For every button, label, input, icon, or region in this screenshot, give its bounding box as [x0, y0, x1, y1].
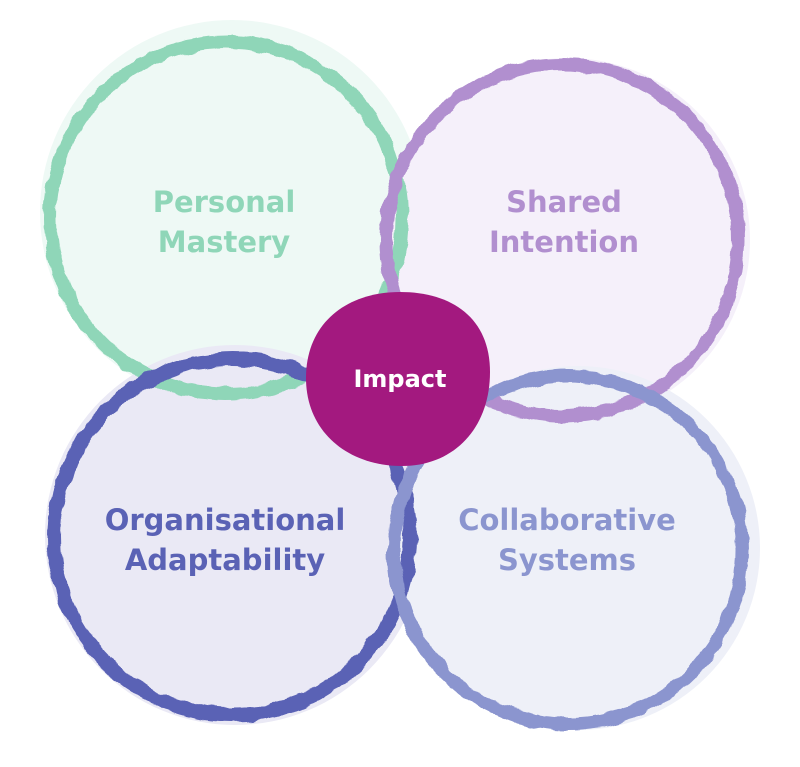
organisational-adaptability-line1: Organisational — [104, 503, 346, 537]
collaborative-systems-ring — [387, 369, 749, 731]
collaborative-systems-line2: Systems — [497, 543, 637, 577]
organisational-adaptability-ring — [47, 352, 417, 722]
shared-intention-line2: Intention — [489, 225, 639, 259]
personal-mastery-label: Personal Mastery — [124, 182, 324, 262]
collaborative-systems-fill — [396, 366, 760, 730]
impact-circle — [306, 292, 490, 466]
personal-mastery-ring — [43, 35, 409, 401]
personal-mastery-line1: Personal — [152, 185, 296, 219]
circle-outlines — [43, 35, 749, 731]
impact-label: Impact — [353, 365, 447, 393]
personal-mastery-fill — [40, 20, 424, 404]
collaborative-systems-line1: Collaborative — [458, 503, 676, 537]
organisational-adaptability-label: Organisational Adaptability — [85, 500, 365, 580]
collaborative-systems-label: Collaborative Systems — [432, 500, 702, 580]
shared-intention-line1: Shared — [506, 185, 622, 219]
circle-fills — [40, 20, 760, 730]
shared-intention-ring — [379, 57, 745, 423]
shared-intention-label: Shared Intention — [464, 182, 664, 262]
organisational-adaptability-fill — [45, 345, 425, 725]
organisational-adaptability-line2: Adaptability — [124, 543, 326, 577]
personal-mastery-line2: Mastery — [157, 225, 291, 259]
